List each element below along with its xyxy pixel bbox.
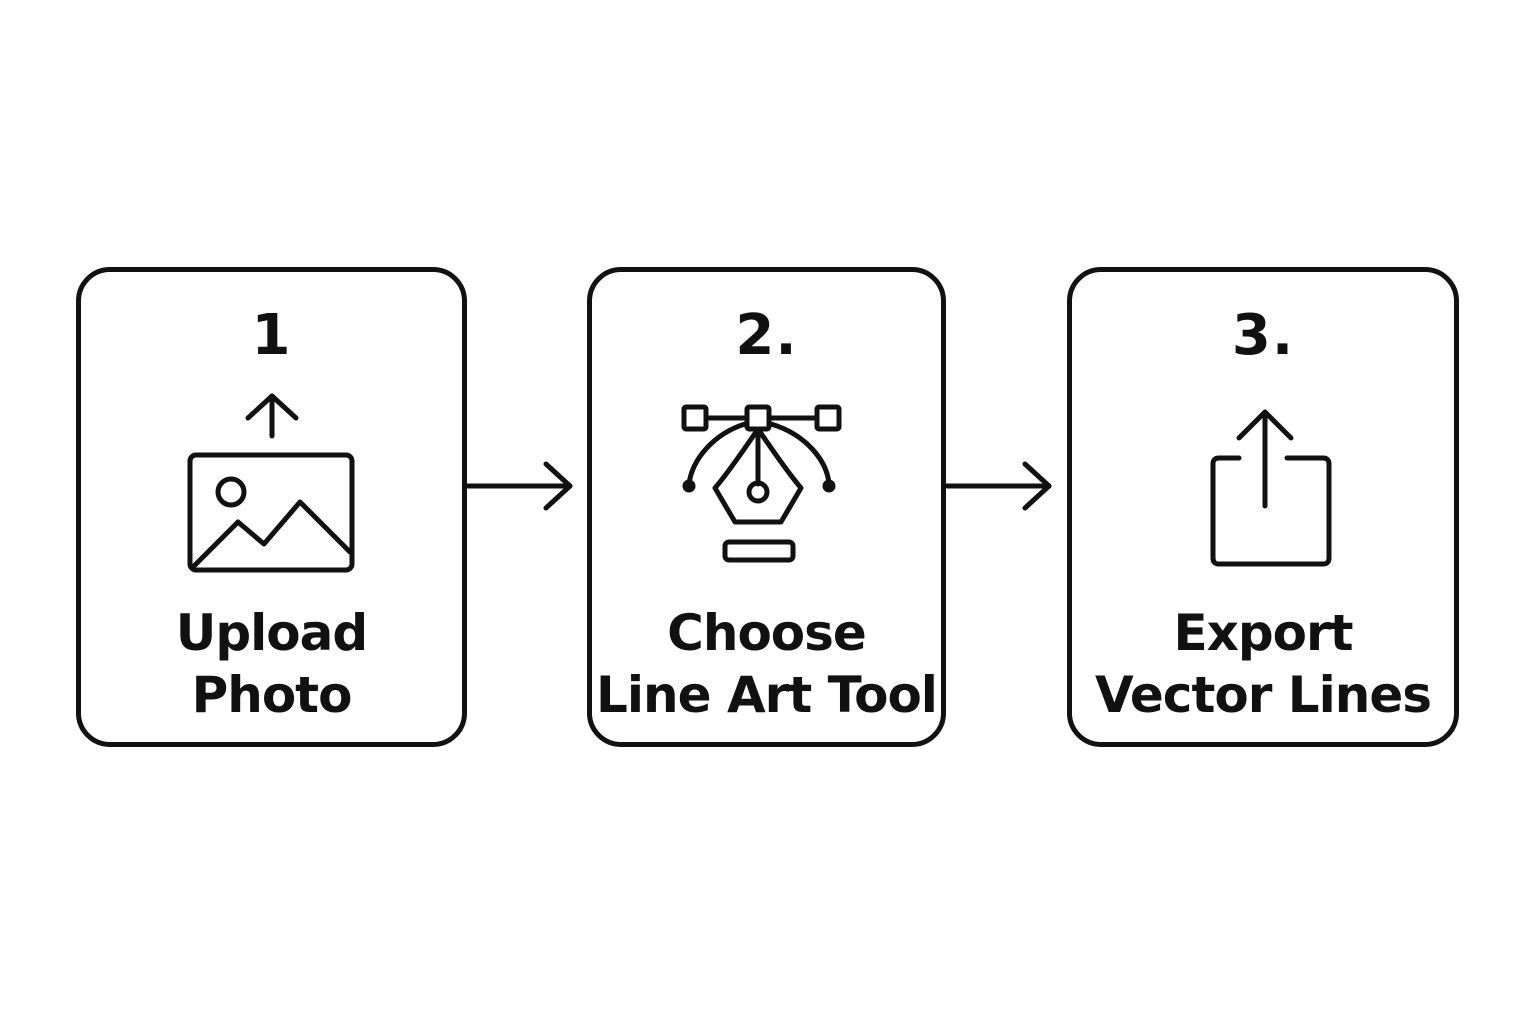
step-card-export: 3. Export Vector Lines (1067, 267, 1459, 747)
step-card-upload-photo: 1 Upload Photo (76, 267, 467, 747)
arrow-right-icon (945, 461, 1052, 511)
step-label-line: Line Art Tool (596, 666, 938, 724)
step-number: 2. (735, 303, 798, 368)
step-label: Export Vector Lines (1072, 602, 1454, 726)
step-number: 3. (1231, 303, 1295, 368)
step-label-line: Export (1173, 604, 1353, 662)
step-label: Choose Line Art Tool (592, 602, 941, 726)
step-label-line: Vector Lines (1094, 666, 1432, 724)
step-label-line: Upload (175, 604, 368, 662)
arrow-right-icon (466, 461, 573, 511)
pen-tool-icon (681, 404, 841, 563)
image-upload-icon (187, 393, 354, 573)
step-label: Upload Photo (81, 602, 462, 726)
step-card-choose-tool: 2. Choose Line Art Tool (587, 267, 946, 747)
export-share-icon (1210, 409, 1332, 567)
step-number: 1 (251, 303, 292, 368)
step-label-line: Choose (667, 604, 867, 662)
step-label-line: Photo (191, 666, 353, 724)
